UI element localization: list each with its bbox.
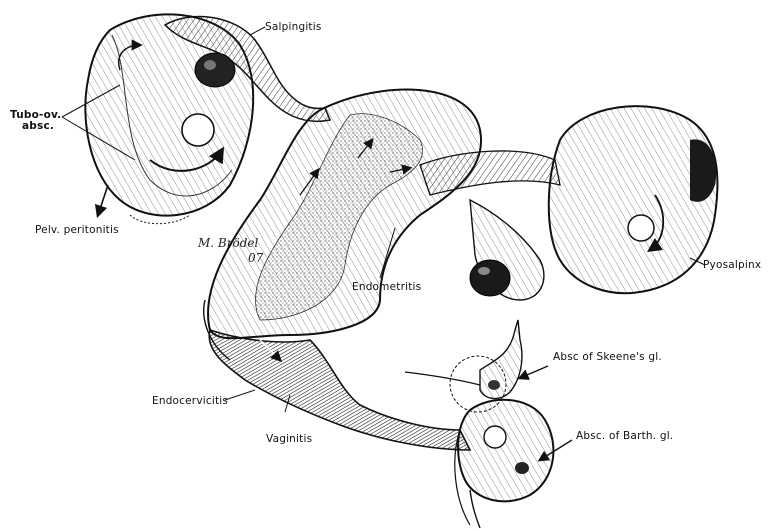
label-absc-barth: Absc. of Barth. gl. [576, 431, 673, 442]
label-vaginitis: Vaginitis [266, 434, 312, 445]
artist-signature: M. Brödel [198, 237, 258, 249]
label-tubo-ov-line2: absc. [22, 121, 54, 132]
label-pyosalpinx: Pyosalpinx [703, 260, 761, 271]
label-pelv-peritonitis: Pelv. peritonitis [35, 225, 119, 236]
label-absc-skeenes: Absc of Skeene's gl. [553, 352, 662, 363]
label-salpingitis: Salpingitis [265, 22, 322, 33]
skene-abscess-drawing [405, 320, 522, 412]
label-endometritis: Endometritis [352, 282, 421, 293]
artist-signature-year: 07 [248, 252, 263, 264]
label-endocervicitis: Endocervicitis [152, 396, 228, 407]
bartholin-abscess-drawing [455, 400, 554, 528]
